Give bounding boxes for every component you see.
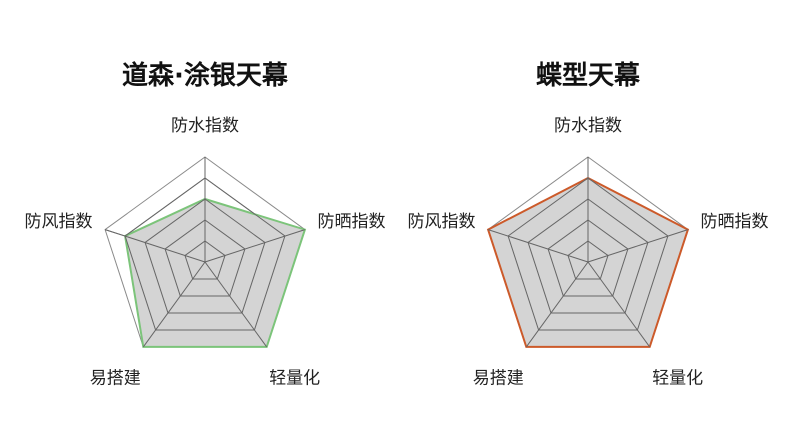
axis-label: 防风指数 xyxy=(408,212,476,232)
axis-label: 轻量化 xyxy=(269,369,320,389)
grid-ring-overlay xyxy=(184,240,226,280)
grid-ring-overlay xyxy=(124,177,286,331)
grid-spoke-overlay xyxy=(587,229,689,263)
grid-ring-overlay xyxy=(144,198,266,314)
grid-ring-overlay xyxy=(527,198,649,314)
grid-spoke-overlay xyxy=(587,261,651,348)
axis-label: 轻量化 xyxy=(652,369,703,389)
grid-spoke-overlay xyxy=(204,229,306,263)
axis-label: 防风指数 xyxy=(25,212,93,232)
grid-ring-overlay xyxy=(567,240,609,280)
axis-label: 易搭建 xyxy=(90,369,141,389)
grid-spoke-overlay xyxy=(104,229,206,263)
grid-ring-overlay xyxy=(507,177,669,331)
grid-ring-overlay xyxy=(164,219,246,297)
axis-label: 防晒指数 xyxy=(318,212,386,232)
chart-title: 道森·涂银天幕 xyxy=(122,60,289,91)
grid-spoke-overlay xyxy=(142,261,206,348)
grid-spoke-overlay xyxy=(204,261,268,348)
series-area xyxy=(123,197,307,348)
grid-ring-overlay xyxy=(547,219,629,297)
axis-label: 易搭建 xyxy=(473,369,524,389)
grid-spoke-overlay xyxy=(525,261,589,348)
chart-title: 蝶型天幕 xyxy=(536,61,641,91)
axis-label: 防水指数 xyxy=(554,116,622,136)
axis-label: 防晒指数 xyxy=(701,212,769,232)
grid-spoke-overlay xyxy=(487,229,589,263)
axis-label: 防水指数 xyxy=(171,116,239,136)
